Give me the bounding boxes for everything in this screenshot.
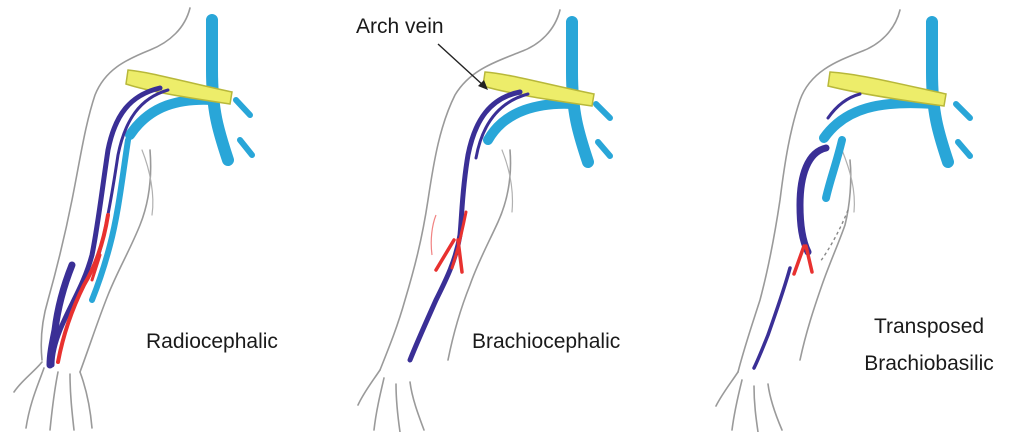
vein-branch [596,104,610,156]
panel-label-radiocephalic: Radiocephalic [146,330,278,353]
panel-label-transposed: Transposed [874,315,984,338]
armpit-outline [842,150,854,212]
artery-faint [431,215,436,255]
panel-brachiocephalic: Arch vein Brachiocephalic [356,10,620,432]
hand-outline [14,362,92,430]
hand-outline [716,372,782,432]
panel-label-brachiocephalic: Brachiocephalic [472,330,620,353]
subclavian-vein [824,103,934,138]
panel-radiocephalic: Radiocephalic [14,8,278,430]
arm-outline [380,10,560,370]
transposed-vein [800,148,826,252]
hand-outline [358,370,424,432]
panel-label-brachiobasilic: Brachiobasilic [864,352,994,375]
annotation-arch-vein: Arch vein [356,15,444,38]
vein-branch [956,104,970,156]
annotation-leader [438,44,484,86]
vein-branch [236,100,252,155]
panel-transposed-brachiobasilic: Transposed Brachiobasilic [716,10,994,432]
cephalic-vein [410,92,520,360]
arm-outline [41,8,190,360]
forearm-vein [754,268,790,368]
